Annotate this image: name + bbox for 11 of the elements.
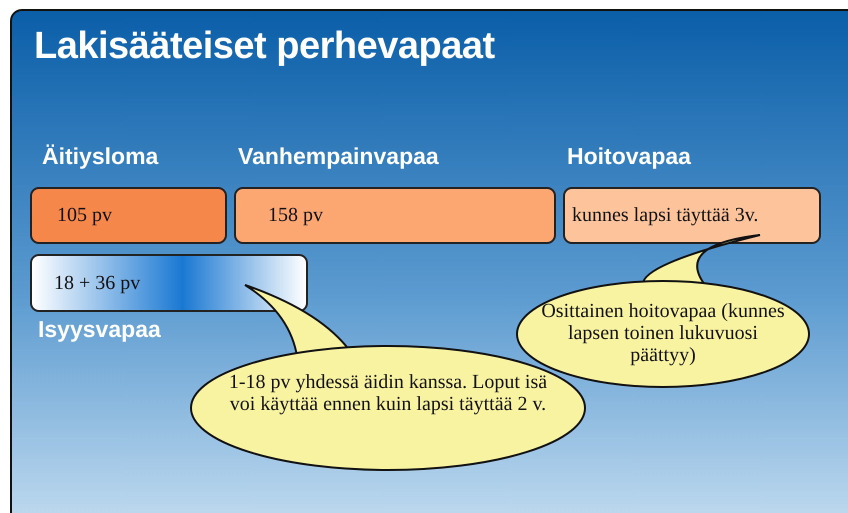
title: Lakisääteiset perhevapaat — [34, 25, 495, 68]
duration-bar: 18 + 36 pv — [30, 254, 308, 312]
callout-text: Osittainen hoitovapaa (kunnes lapsen toinen lukuvuosi päättyy) — [540, 300, 786, 366]
leave-type-heading: Äitiysloma — [42, 143, 158, 170]
leave-type-heading: Hoitovapaa — [567, 143, 691, 170]
duration-bar: 105 pv — [30, 187, 227, 244]
leave-type-heading: Isyysvapaa — [38, 316, 161, 343]
leave-type-heading: Vanhempainvapaa — [238, 143, 439, 170]
duration-bar: 158 pv — [234, 187, 556, 244]
duration-bar: kunnes lapsi täyttää 3v. — [563, 187, 821, 244]
callout-text: 1-18 pv yhdessä äidin kanssa. Loput isä voi käyttää ennen kuin lapsi täyttää 2 v. — [228, 371, 548, 415]
